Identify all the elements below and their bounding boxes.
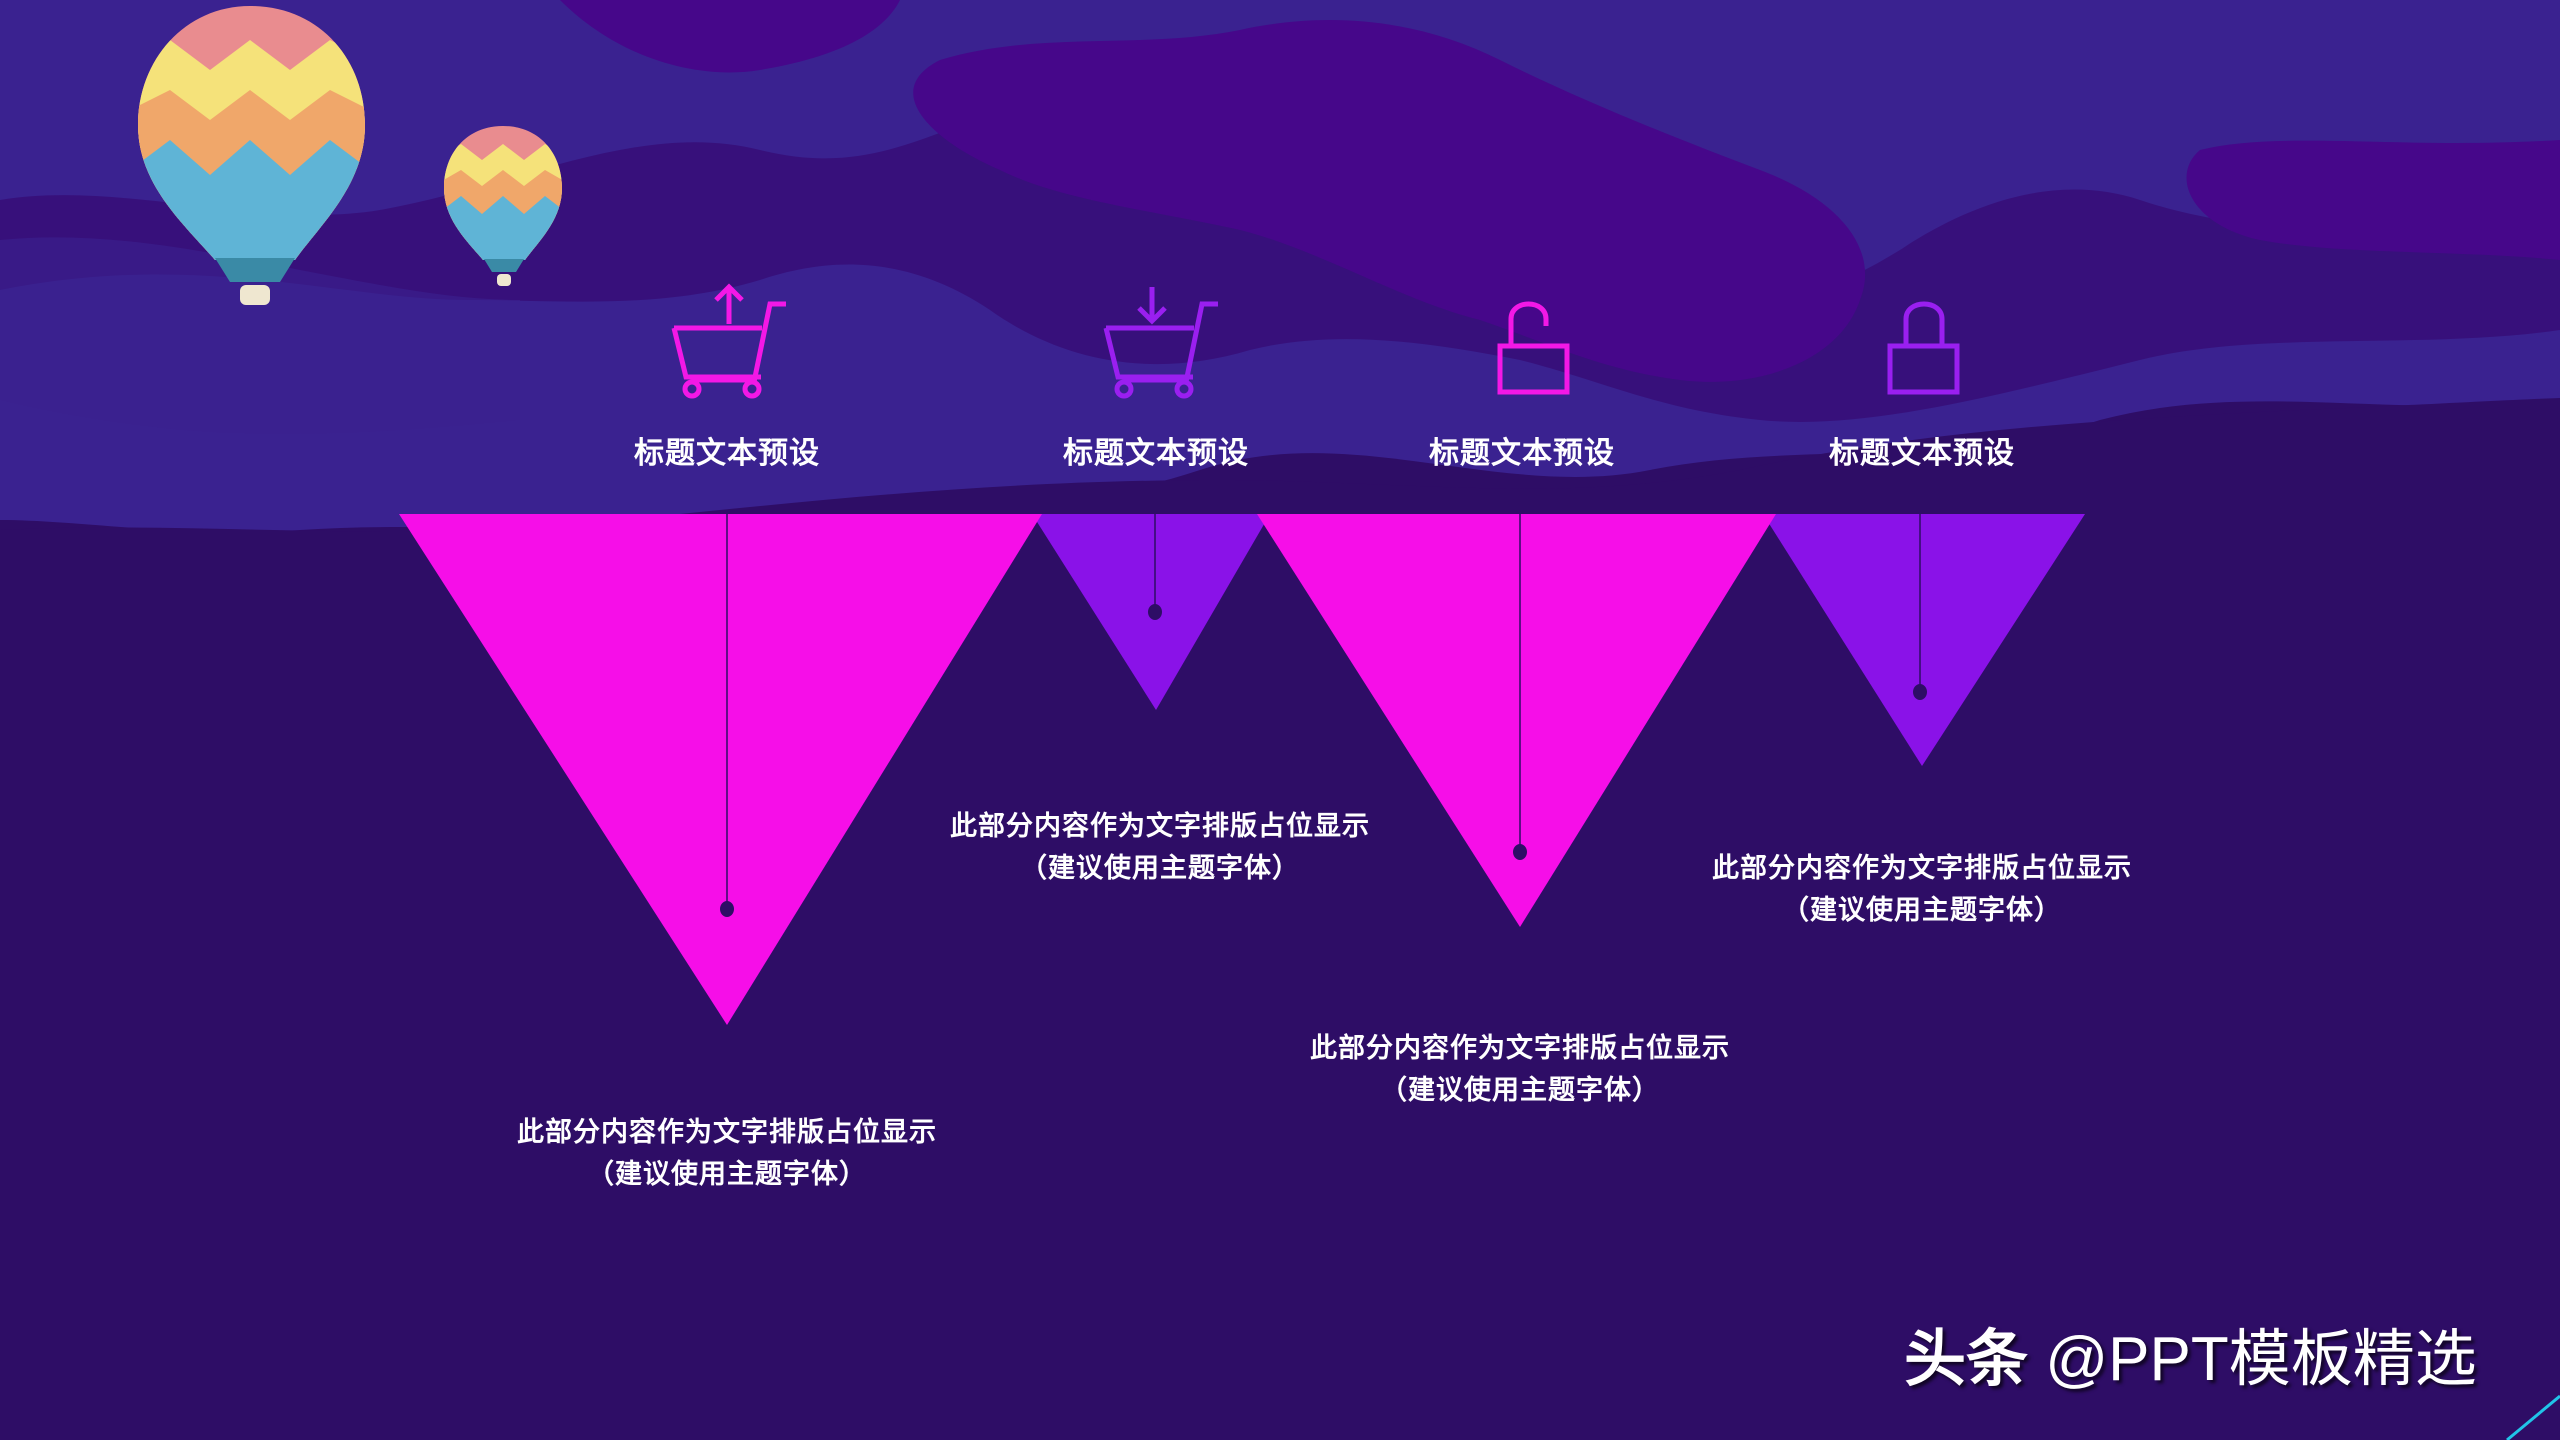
step-4-desc-line-1: 此部分内容作为文字排版占位显示	[1712, 853, 2132, 884]
step-1-desc-line-1: 此部分内容作为文字排版占位显示	[517, 1117, 937, 1148]
step-3-description: 此部分内容作为文字排版占位显示 （建议使用主题字体）	[1260, 1028, 1780, 1112]
hot-air-balloon-large	[138, 6, 365, 305]
locked-padlock-icon	[1887, 301, 1960, 395]
cart-download-icon	[1103, 287, 1218, 399]
unlocked-padlock-icon	[1497, 301, 1570, 395]
step-4-title: 标题文本预设	[1829, 436, 2015, 471]
step-2-desc-line-2: （建议使用主题字体）	[1020, 853, 1300, 884]
step-3-desc-line-2: （建议使用主题字体）	[1380, 1075, 1660, 1106]
step-1-description: 此部分内容作为文字排版占位显示 （建议使用主题字体）	[467, 1112, 987, 1196]
watermark: 头条 @PPT模板精选	[1904, 1322, 2477, 1398]
step-2-desc-line-1: 此部分内容作为文字排版占位显示	[950, 811, 1370, 842]
step-3-title: 标题文本预设	[1429, 436, 1615, 471]
step-2-description: 此部分内容作为文字排版占位显示 （建议使用主题字体）	[900, 806, 1420, 890]
step-2-title: 标题文本预设	[1063, 436, 1249, 471]
step-4-description: 此部分内容作为文字排版占位显示 （建议使用主题字体）	[1662, 848, 2182, 932]
watermark-handle: @PPT模板精选	[2028, 1325, 2477, 1394]
step-1-desc-line-2: （建议使用主题字体）	[587, 1159, 867, 1190]
watermark-brand: 头条	[1904, 1325, 2029, 1394]
step-1-title: 标题文本预设	[634, 436, 820, 471]
cart-upload-icon	[671, 283, 786, 399]
step-3-desc-line-1: 此部分内容作为文字排版占位显示	[1310, 1033, 1730, 1064]
step-4-desc-line-2: （建议使用主题字体）	[1782, 895, 2062, 926]
hot-air-balloon-small	[444, 126, 562, 286]
